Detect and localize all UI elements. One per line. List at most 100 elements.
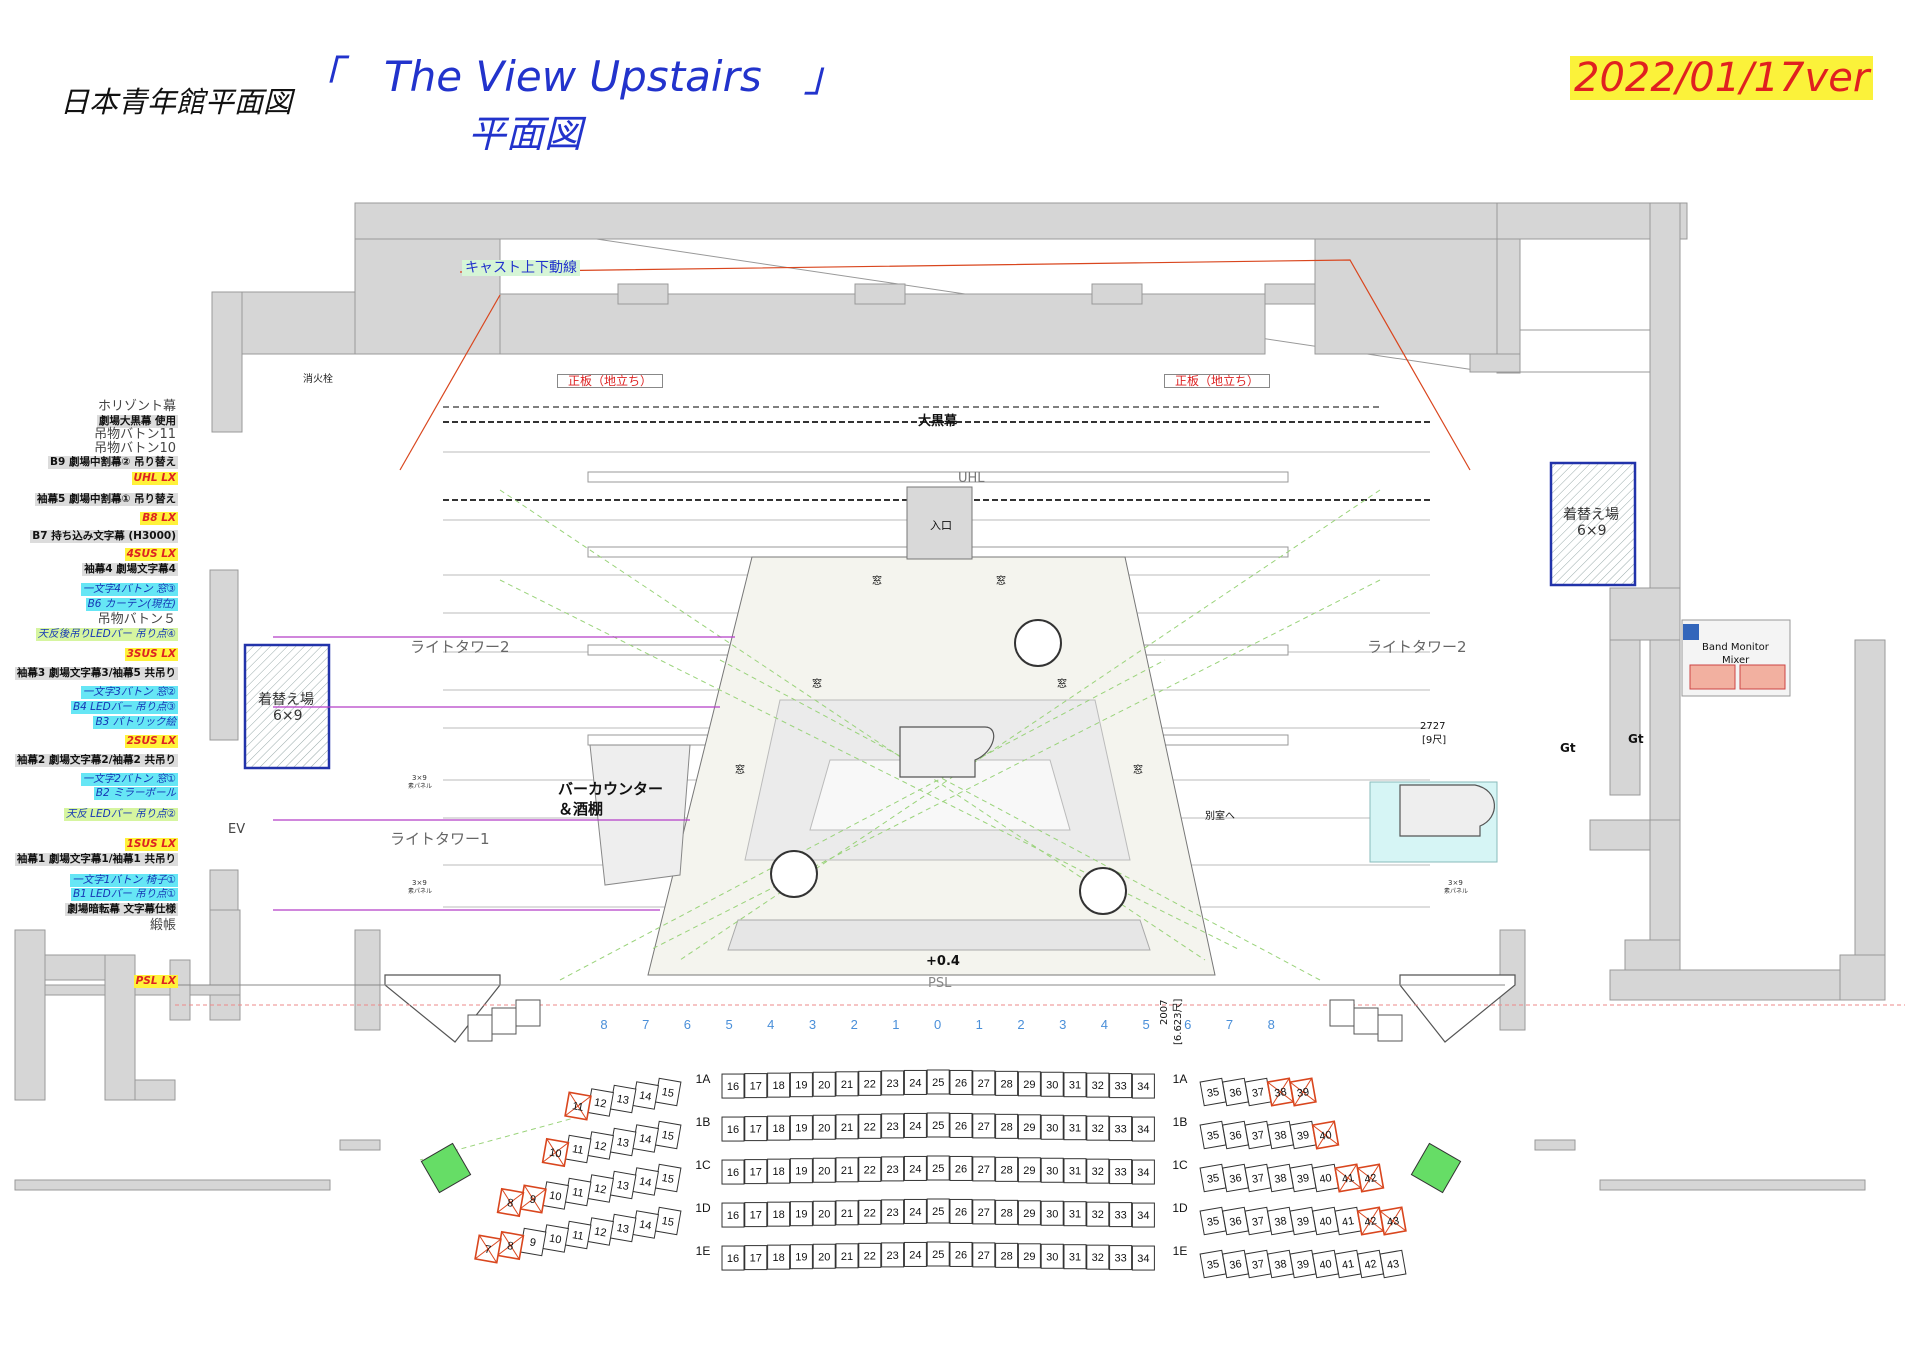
seat[interactable]: 29: [1017, 1200, 1041, 1226]
seat[interactable]: 14: [632, 1124, 659, 1153]
seat[interactable]: 36: [1222, 1249, 1249, 1279]
seat[interactable]: 22: [858, 1242, 882, 1268]
seat[interactable]: 28: [995, 1242, 1019, 1268]
seat[interactable]: 10: [542, 1181, 569, 1210]
seat[interactable]: 26: [949, 1198, 973, 1224]
seat[interactable]: 31: [1063, 1244, 1087, 1270]
seat[interactable]: 17: [744, 1202, 768, 1228]
seat[interactable]: 42: [1356, 1163, 1385, 1193]
seat[interactable]: 24: [903, 1112, 927, 1138]
seat[interactable]: 26: [949, 1241, 973, 1267]
seat[interactable]: 35: [1199, 1077, 1227, 1107]
seat[interactable]: 24: [903, 1155, 927, 1181]
seat[interactable]: 16: [721, 1116, 745, 1142]
seat[interactable]: 15: [654, 1163, 682, 1193]
seat[interactable]: 15: [654, 1120, 682, 1150]
seat[interactable]: 22: [858, 1070, 882, 1096]
seat[interactable]: 23: [881, 1199, 905, 1225]
seat[interactable]: 11: [564, 1220, 592, 1250]
seat[interactable]: 38: [1267, 1206, 1294, 1236]
seat[interactable]: 20: [812, 1157, 836, 1183]
seat[interactable]: 22: [858, 1156, 882, 1182]
seat[interactable]: 18: [767, 1201, 791, 1227]
seat[interactable]: 19: [789, 1072, 813, 1098]
seat[interactable]: 21: [835, 1200, 859, 1226]
seat[interactable]: 36: [1222, 1077, 1249, 1107]
seat[interactable]: 33: [1109, 1073, 1133, 1099]
seat[interactable]: 40: [1312, 1206, 1339, 1236]
seat[interactable]: 29: [1017, 1243, 1041, 1269]
seat[interactable]: 42: [1357, 1249, 1384, 1279]
seat[interactable]: 8: [496, 1230, 525, 1261]
seat[interactable]: 35: [1199, 1163, 1227, 1193]
seat[interactable]: 18: [767, 1072, 791, 1098]
seat[interactable]: 17: [744, 1245, 768, 1271]
seat[interactable]: 43: [1379, 1206, 1407, 1236]
seat[interactable]: 38: [1266, 1077, 1295, 1107]
seat[interactable]: 22: [858, 1113, 882, 1139]
seat[interactable]: 19: [789, 1244, 813, 1270]
seat[interactable]: 34: [1131, 1116, 1155, 1142]
seat[interactable]: 23: [881, 1070, 905, 1096]
seat[interactable]: 38: [1267, 1249, 1294, 1279]
seat[interactable]: 19: [789, 1201, 813, 1227]
seat[interactable]: 42: [1356, 1206, 1385, 1236]
seat[interactable]: 18: [767, 1115, 791, 1141]
seat[interactable]: 31: [1063, 1201, 1087, 1227]
seat[interactable]: 25: [926, 1155, 950, 1181]
seat[interactable]: 33: [1109, 1202, 1133, 1228]
seat[interactable]: 33: [1109, 1159, 1133, 1185]
seat[interactable]: 23: [881, 1113, 905, 1139]
seat[interactable]: 21: [835, 1243, 859, 1269]
seat[interactable]: 29: [1017, 1157, 1041, 1183]
seat[interactable]: 39: [1289, 1163, 1317, 1193]
seat[interactable]: 41: [1334, 1249, 1362, 1279]
seat[interactable]: 17: [744, 1073, 768, 1099]
seat[interactable]: 20: [812, 1114, 836, 1140]
seat[interactable]: 30: [1040, 1114, 1064, 1140]
seat[interactable]: 19: [789, 1158, 813, 1184]
seat[interactable]: 38: [1267, 1120, 1294, 1150]
seat[interactable]: 28: [995, 1199, 1019, 1225]
seat[interactable]: 34: [1131, 1202, 1155, 1228]
seat[interactable]: 28: [995, 1113, 1019, 1139]
seat[interactable]: 33: [1109, 1245, 1133, 1271]
seat[interactable]: 40: [1312, 1249, 1339, 1279]
seat[interactable]: 18: [767, 1244, 791, 1270]
seat[interactable]: 11: [564, 1134, 592, 1164]
seat[interactable]: 28: [995, 1070, 1019, 1096]
seat[interactable]: 11: [564, 1177, 592, 1207]
seat[interactable]: 10: [541, 1137, 570, 1168]
seat[interactable]: 34: [1131, 1073, 1155, 1099]
seat[interactable]: 7: [474, 1234, 502, 1264]
seat[interactable]: 12: [587, 1174, 614, 1203]
seat[interactable]: 37: [1244, 1206, 1272, 1236]
seat[interactable]: 32: [1086, 1115, 1110, 1141]
seat[interactable]: 20: [812, 1243, 836, 1269]
seat[interactable]: 13: [609, 1084, 637, 1114]
seat[interactable]: 22: [858, 1199, 882, 1225]
seat[interactable]: 29: [1017, 1071, 1041, 1097]
seat[interactable]: 39: [1289, 1206, 1317, 1236]
seat[interactable]: 23: [881, 1156, 905, 1182]
seat[interactable]: 8: [496, 1187, 525, 1218]
seat[interactable]: 24: [903, 1241, 927, 1267]
seat[interactable]: 20: [812, 1200, 836, 1226]
seat[interactable]: 33: [1109, 1116, 1133, 1142]
seat[interactable]: 28: [995, 1156, 1019, 1182]
seat[interactable]: 26: [949, 1069, 973, 1095]
seat[interactable]: 24: [903, 1198, 927, 1224]
seat[interactable]: 13: [609, 1170, 637, 1200]
seat[interactable]: 14: [632, 1081, 659, 1110]
seat[interactable]: 14: [632, 1210, 659, 1239]
seat[interactable]: 25: [926, 1198, 950, 1224]
seat[interactable]: 37: [1244, 1249, 1272, 1279]
seat[interactable]: 32: [1086, 1244, 1110, 1270]
seat[interactable]: 9: [519, 1227, 547, 1257]
seat[interactable]: 36: [1222, 1206, 1249, 1236]
seat[interactable]: 25: [926, 1069, 950, 1095]
seat[interactable]: 12: [587, 1217, 614, 1246]
seat[interactable]: 41: [1334, 1163, 1362, 1193]
seat[interactable]: 27: [972, 1242, 996, 1268]
seat[interactable]: 32: [1086, 1072, 1110, 1098]
